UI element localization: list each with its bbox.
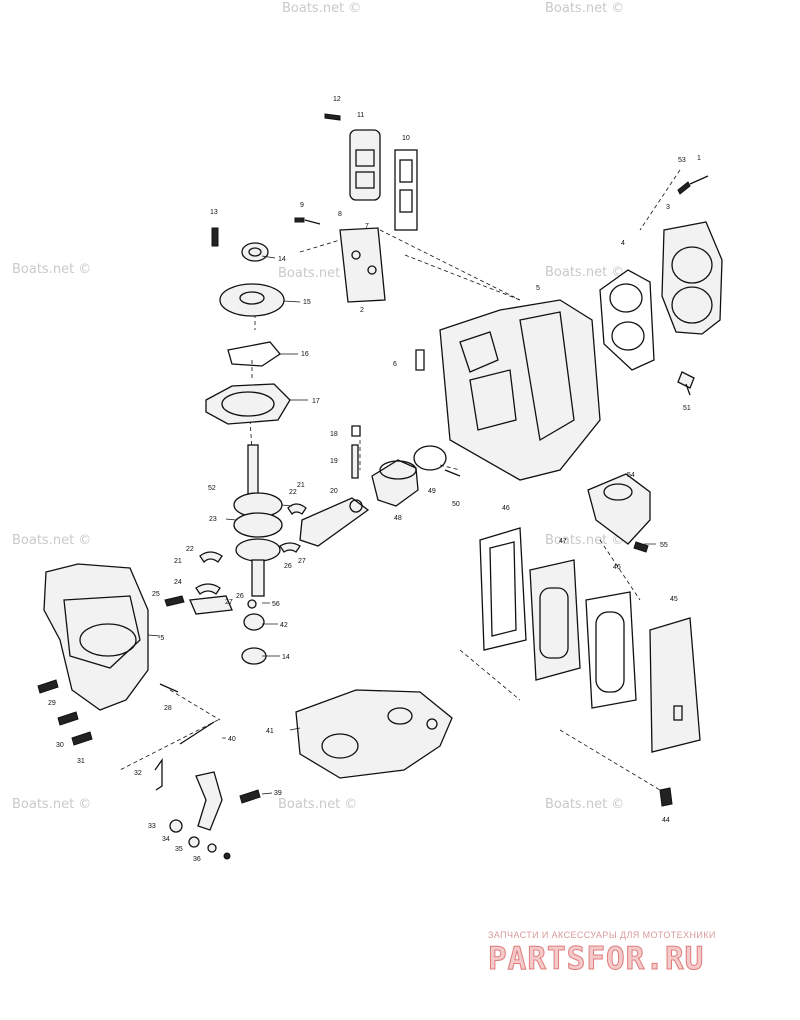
part-number-1: 1 [697,155,701,162]
brand-logo: PARTSFOR.RU [488,941,705,978]
watermark: Boats.net © [12,797,91,812]
part-number-48: 48 [394,515,402,522]
part-number-13: 13 [210,209,218,216]
part-number-31: 31 [77,758,85,765]
part-number-24: 24 [174,579,182,586]
watermarks: Boats.net © Boats.net © Boats.net © Boat… [12,1,624,812]
part-number-20: 20 [330,488,338,495]
part-number-55: 55 [660,542,668,549]
part-number-46: 46 [613,564,621,571]
part-number-44: 44 [662,817,670,824]
part-number-11: 11 [357,112,364,119]
part-number-27: 27 [298,558,306,565]
hardware [37,113,709,860]
part-number-53: 53 [678,157,686,164]
watermark: Boats.net © [278,266,357,281]
part-number-7: 7 [365,223,369,230]
part-number-49: 49 [428,488,436,495]
part-number-4: 4 [621,240,625,247]
part-number-10: 10 [402,135,410,142]
part-number-47: 47 [559,538,567,545]
part-number-29: 29 [48,700,56,707]
part-number-36: 36 [193,856,201,863]
part-number-12: 12 [333,96,341,103]
part-callouts: 12 11 10 9 8 7 2 13 14 15 16 17 53 1 3 4… [48,96,701,863]
part-number-45: 45 [670,596,678,603]
part-number-30: 30 [56,742,64,749]
part-number-32: 32 [134,770,142,777]
part-number-26: 26 [284,563,292,570]
watermark: Boats.net © [12,262,91,277]
part-number-21: 21 [297,482,305,489]
part-number-35: 35 [175,846,183,853]
part-number-39: 39 [274,790,282,797]
watermark: Boats.net © [545,265,624,280]
part-number-56: 56 [272,601,280,608]
watermark: Boats.net © [545,1,624,16]
assembly-lines [119,169,681,791]
part-number-8: 8 [338,211,342,218]
part-number-51: 51 [683,405,691,412]
parts-artwork [43,129,723,831]
part-number-25: 25 [152,591,160,598]
part-number-17: 17 [312,398,320,405]
part-number-33: 33 [148,823,156,830]
part-number-2: 2 [360,307,364,314]
leader-lines [147,255,656,795]
part-number-52: 52 [208,485,216,492]
part-number-21: 21 [174,558,182,565]
part-number-34: 34 [162,836,170,843]
watermark: Boats.net © [278,797,357,812]
part-number-6: 6 [393,361,397,368]
part-number-14: 14 [282,654,290,661]
brand-watermark: ЗАПЧАСТИ И АКСЕССУАРЫ ДЛЯ МОТОТЕХНИКИ PA… [488,930,788,978]
watermark: Boats.net © [545,797,624,812]
part-number-46: 46 [502,505,510,512]
part-number-9: 9 [300,202,304,209]
part-number-41: 41 [266,728,274,735]
part-number-19: 19 [330,458,338,465]
part-number-28: 28 [164,705,172,712]
part-number-5: 5 [536,285,540,292]
part-number-14: 14 [278,256,286,263]
watermark: Boats.net © [282,1,361,16]
watermark: Boats.net © [12,533,91,548]
part-number-27: 27 [225,599,233,606]
part-number-22: 22 [289,489,297,496]
part-number-40: 40 [228,736,236,743]
part-number-15: 15 [303,299,311,306]
part-number-18: 18 [330,431,338,438]
part-number-50: 50 [452,501,460,508]
part-number-16: 16 [301,351,309,358]
part-number-22: 22 [186,546,194,553]
part-number-26: 26 [236,593,244,600]
part-number-5: -5 [158,635,164,642]
part-number-23: 23 [209,516,217,523]
part-number-42: 42 [280,622,288,629]
brand-tagline: ЗАПЧАСТИ И АКСЕССУАРЫ ДЛЯ МОТОТЕХНИКИ [488,930,716,940]
part-number-54: 54 [627,472,635,479]
part-number-3: 3 [666,204,670,211]
watermark: Boats.net © [545,533,624,548]
